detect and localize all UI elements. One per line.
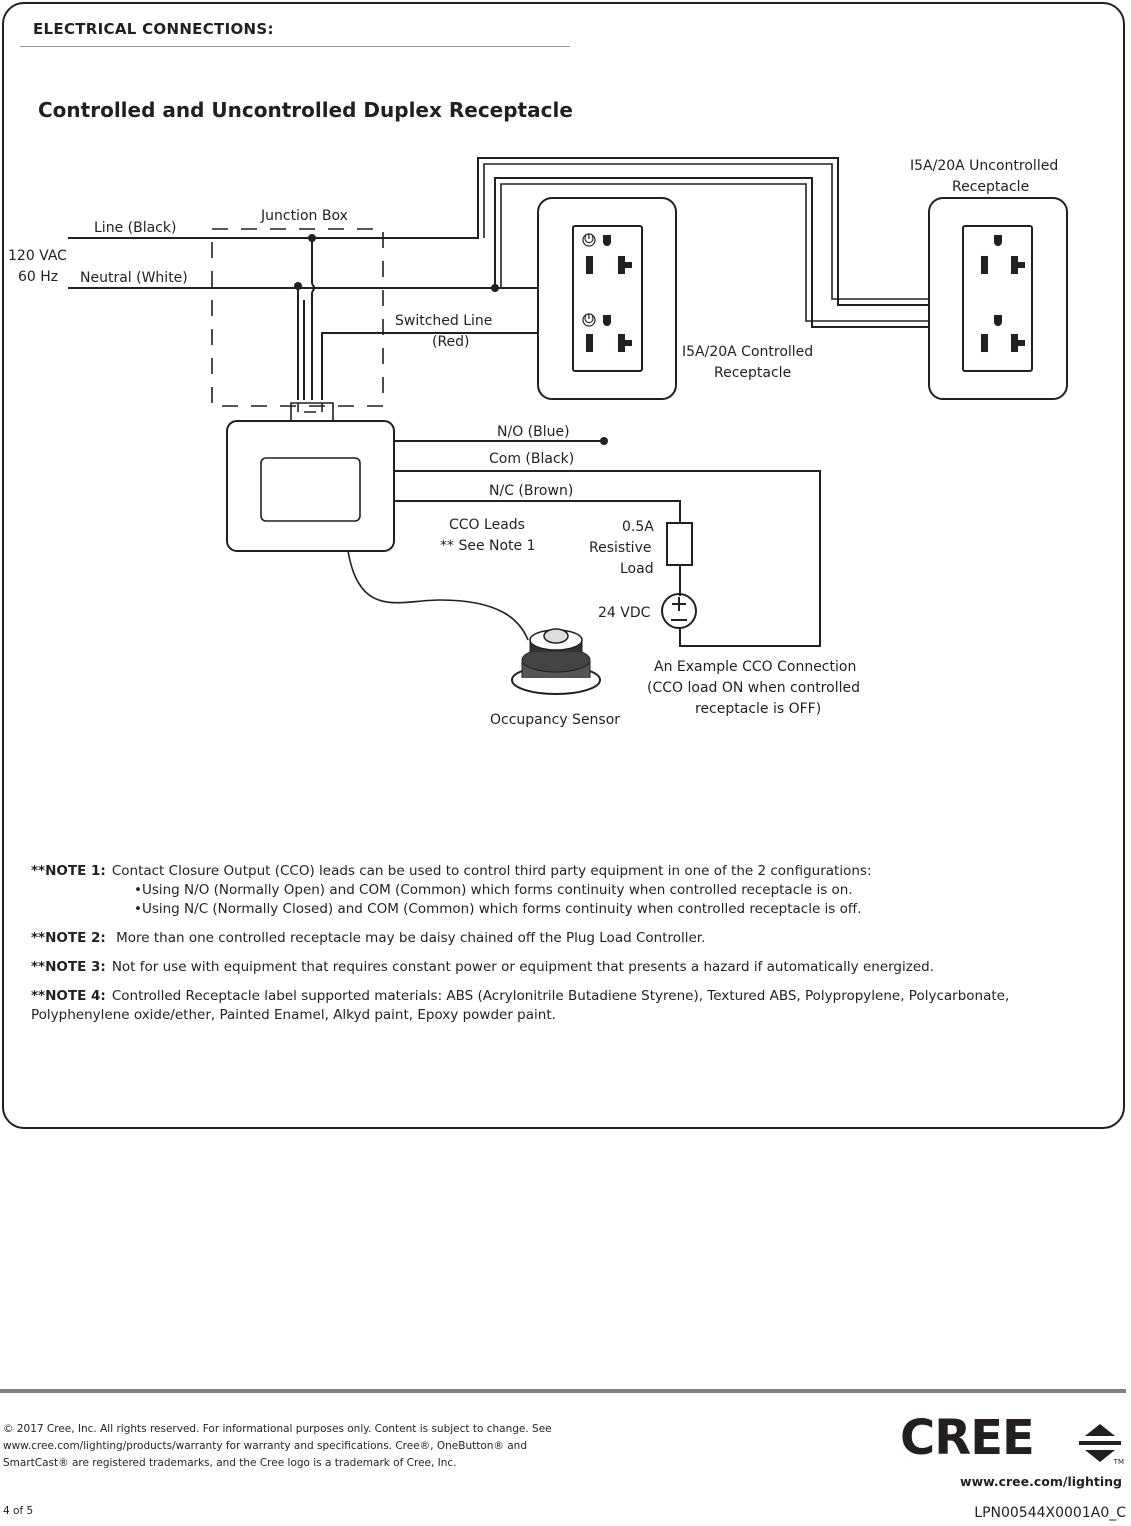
nc-brown-wire	[394, 500, 681, 523]
note-4: **NOTE 4:Controlled Receptacle label sup…	[31, 988, 1010, 1023]
load-label-2: Resistive	[589, 540, 651, 556]
note-1-bullet-2: •Using N/C (Normally Closed) and COM (Co…	[134, 901, 862, 917]
controller-connector	[290, 402, 334, 421]
occupancy-sensor	[511, 628, 601, 695]
note-1-bullet-1: •Using N/O (Normally Open) and COM (Comm…	[134, 882, 853, 898]
page-number: 4 of 5	[3, 1505, 34, 1517]
note-3: **NOTE 3:Not for use with equipment that…	[31, 959, 935, 975]
section-rule	[20, 46, 570, 47]
junction-box-label: Junction Box	[260, 208, 348, 224]
notes: **NOTE 1:Contact Closure Output (CCO) le…	[31, 862, 1111, 1035]
note-1: **NOTE 1:Contact Closure Output (CCO) le…	[31, 862, 1111, 919]
logo-wordmark: CREE	[900, 1410, 1035, 1466]
example-label-2: (CCO load ON when controlled	[647, 680, 860, 696]
neutral-to-uncontrolled	[494, 177, 930, 328]
note-2: **NOTE 2: More than one controlled recep…	[31, 930, 706, 946]
legal-text: © 2017 Cree, Inc. All rights reserved. F…	[3, 1423, 552, 1469]
load-label: 0.5A	[622, 519, 654, 535]
controller-label	[260, 457, 361, 522]
com-black-label: Com (Black)	[489, 451, 574, 467]
switched-line-color: (Red)	[432, 334, 470, 350]
line-label: Line (Black)	[94, 220, 176, 236]
supply-freq-label: 60 Hz	[18, 269, 58, 285]
cco-leads-label: CCO Leads	[449, 517, 525, 533]
logo-arrows-icon	[1079, 1424, 1121, 1462]
uncontrolled-label: I5A/20A Uncontrolled	[910, 158, 1058, 174]
logo-url[interactable]: www.cree.com/lighting	[960, 1474, 1122, 1489]
uncontrolled-label-2: Receptacle	[952, 179, 1029, 195]
controlled-label-2: Receptacle	[714, 365, 791, 381]
cree-logo: CREE TM www.cree.com/lighting	[900, 1410, 1128, 1494]
controlled-label: I5A/20A Controlled	[682, 344, 813, 360]
dc-source	[661, 593, 697, 629]
example-label-3: receptacle is OFF)	[695, 701, 821, 717]
controlled-receptacle	[537, 197, 677, 400]
resistor	[666, 522, 693, 566]
diagram-title: Controlled and Uncontrolled Duplex Recep…	[38, 98, 573, 122]
dc-supply-label: 24 VDC	[598, 605, 651, 621]
cco-leads-note: ** See Note 1	[440, 538, 536, 554]
power-icon	[582, 233, 596, 247]
power-icon	[582, 313, 596, 327]
diagram-frame	[2, 2, 1125, 1129]
neutral-label: Neutral (White)	[80, 270, 188, 286]
load-label-3: Load	[620, 561, 654, 577]
document-id: LPN00544X0001A0_C	[974, 1505, 1126, 1521]
footer-rule	[0, 1389, 1126, 1393]
nc-brown-label: N/C (Brown)	[489, 483, 573, 499]
no-blue-label: N/O (Blue)	[497, 424, 570, 440]
supply-voltage-label: 120 VAC	[8, 248, 67, 264]
line-to-uncontrolled	[312, 157, 930, 306]
section-heading: ELECTRICAL CONNECTIONS:	[33, 20, 274, 38]
logo-trademark: TM	[1113, 1458, 1124, 1466]
uncontrolled-receptacle	[928, 197, 1068, 400]
sensor-cable	[347, 550, 529, 641]
sensor-label: Occupancy Sensor	[490, 712, 620, 728]
switched-line	[321, 332, 538, 400]
switched-line-label: Switched Line	[395, 313, 492, 329]
com-black-wire	[394, 470, 821, 647]
wiring-diagram: 120 VAC 60 Hz Line (Black) Neutral (Whit…	[8, 157, 1068, 728]
controller	[226, 420, 395, 552]
example-label: An Example CCO Connection	[654, 659, 856, 675]
